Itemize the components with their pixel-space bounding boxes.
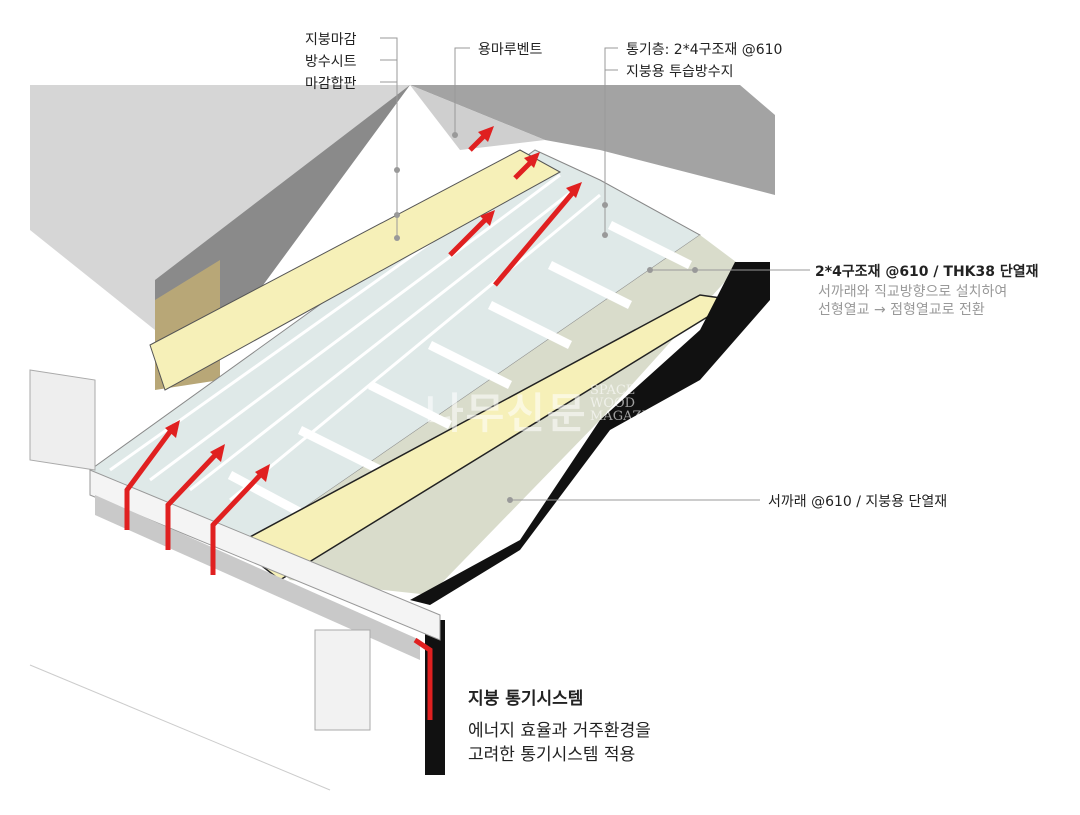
caption-line-2: 고려한 통기시스템 적용 bbox=[468, 745, 636, 765]
label-insulation-note-2: 선형열교 → 점형열교로 전환 bbox=[818, 302, 985, 318]
roof-ridge-light bbox=[410, 85, 545, 150]
watermark: 나무신문 bbox=[425, 389, 588, 438]
label-vent-layer: 통기층: 2*4구조재 @610 bbox=[626, 42, 783, 58]
label-rafter: 서까래 @610 / 지붕용 단열재 bbox=[768, 494, 948, 510]
arrow-heads bbox=[165, 126, 582, 482]
label-waterproof-sheet: 방수시트 bbox=[305, 54, 357, 70]
airflow-arrows bbox=[124, 130, 577, 720]
eave-fascia bbox=[29, 369, 96, 471]
eave-board bbox=[89, 469, 441, 641]
wall-opening bbox=[314, 629, 371, 731]
label-insulation-layer: 2*4구조재 @610 / THK38 단열재 bbox=[815, 264, 1039, 280]
eave-underside bbox=[95, 495, 420, 660]
caption-line-1: 에너지 효율과 거주환경을 bbox=[468, 721, 651, 741]
watermark-sub: SPACE WOOD MAGAZINE bbox=[590, 384, 650, 424]
membrane-stripes bbox=[109, 163, 601, 502]
roof-finish-plane bbox=[30, 85, 410, 330]
ground-line bbox=[29, 664, 331, 791]
label-roof-finish: 지붕마감 bbox=[305, 32, 357, 48]
label-breathable-membrane: 지붕용 투습방수지 bbox=[626, 64, 734, 80]
label-finish-plywood: 마감합판 bbox=[305, 76, 357, 92]
insulation-battens bbox=[227, 220, 693, 519]
caption-title: 지붕 통기시스템 bbox=[468, 689, 584, 709]
label-insulation-note-1: 서까래와 직교방향으로 설치하여 bbox=[818, 284, 1008, 300]
roof-surface-dark bbox=[410, 85, 775, 195]
leader-dots bbox=[394, 132, 698, 503]
label-ridge-vent: 용마루벤트 bbox=[478, 42, 543, 58]
eave-black-edge bbox=[410, 262, 770, 605]
